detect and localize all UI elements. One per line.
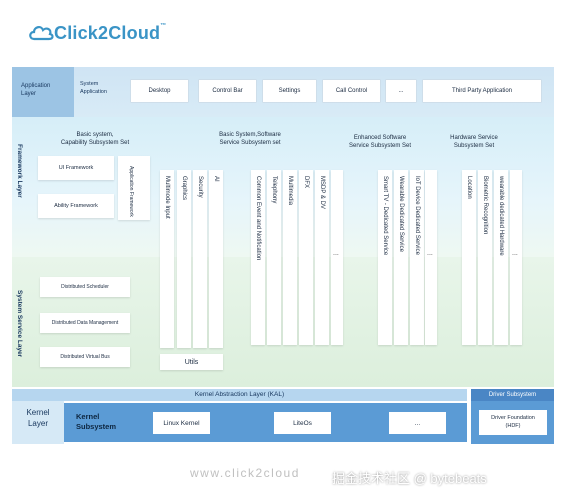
column-iot-device: IoT Device Dedicated Service [410, 170, 424, 345]
column-multimedia: Multimedia [283, 170, 297, 345]
system-service-layer-label: System Service Layer [16, 290, 23, 358]
linux-kernel-box: Linux Kernel [153, 412, 210, 434]
ui-framework-card: UI Framework [38, 156, 114, 180]
utils-card: Utils [160, 354, 223, 370]
app-desktop: Desktop [131, 80, 188, 102]
column-wearable-service: Wearable Dedicated Service [394, 170, 408, 345]
column-enhanced-more: ... [425, 170, 437, 345]
column-wearable-hardware: wearable dedicated Hardware [494, 170, 508, 345]
logo-text: Click2Cloud™ [54, 22, 167, 43]
app-control-bar: Control Bar [199, 80, 256, 102]
app-third-party: Third Party Application [423, 80, 541, 102]
column-ai: AI [209, 170, 223, 348]
driver-foundation-box: Driver Foundation(HDF) [479, 410, 547, 435]
liteos-box: LiteOs [274, 412, 331, 434]
column-security: Security [193, 170, 207, 348]
column-software-more: ... [331, 170, 343, 345]
driver-subsystem-heading: Driver Subsystem [471, 389, 554, 401]
column-multimode-input: Multimode Input [160, 170, 174, 348]
column-location: Location [462, 170, 476, 345]
distributed-data-management-card: Distributed Data Management [40, 313, 130, 333]
application-framework-card: Application Framework [118, 156, 150, 220]
basic-capability-heading: Basic system,Capability Subsystem Set [60, 132, 130, 146]
app-settings: Settings [263, 80, 316, 102]
column-biometric: Biometric Recognition [478, 170, 492, 345]
watermark: 掘金技术社区 @ bytebeats [332, 471, 487, 486]
kernel-abstraction-layer: Kernel Abstraction Layer (KAL) [12, 389, 467, 401]
ability-framework-card: Ability Framework [38, 194, 114, 218]
click2cloud-logo: Click2Cloud™ [28, 18, 166, 48]
app-more: ... [386, 80, 416, 102]
distributed-scheduler-card: Distributed Scheduler [40, 277, 130, 297]
distributed-virtual-bus-card: Distributed Virtual Bus [40, 347, 130, 367]
column-hardware-more: ... [510, 170, 522, 345]
cloud-icon [29, 26, 54, 41]
column-dfx: DFX [299, 170, 313, 345]
kernel-more-box: ... [389, 412, 446, 434]
column-graphics: Graphics [177, 170, 191, 348]
framework-layer-label: Framework Layer [16, 144, 23, 198]
footer-url: www.click2cloud [190, 466, 300, 480]
column-smart-tv: Smart TV - Dedicated Service [378, 170, 392, 345]
column-telephony: Telephony [267, 170, 281, 345]
column-msdp-dv: MSDP & DV [315, 170, 329, 345]
column-common-event: Common Event and Notification [251, 170, 265, 345]
app-call-control: Call Control [323, 80, 380, 102]
